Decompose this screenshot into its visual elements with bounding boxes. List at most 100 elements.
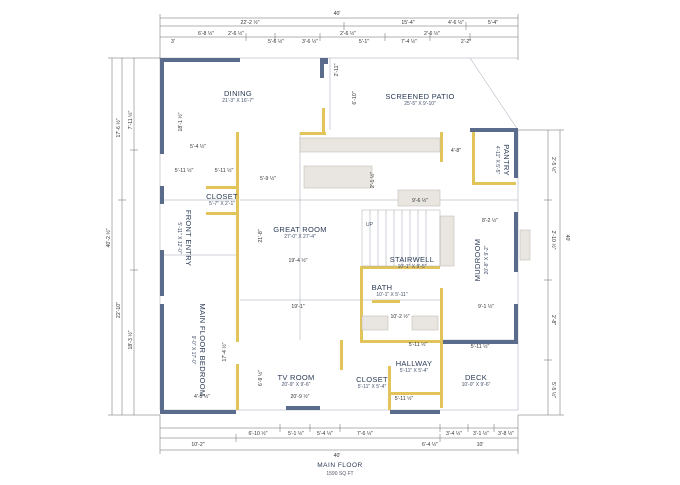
dim-in-stair: 2'-1 ½" — [369, 172, 376, 188]
dim-bottom-r5: 3'-4 ½" — [446, 430, 462, 437]
room-closet2-name: CLOSET — [356, 375, 388, 384]
interior-walls — [206, 108, 516, 410]
dim-in-8-2: 8'-2 ½" — [482, 217, 498, 224]
dim-top-r8: 7'-4 ½" — [401, 38, 417, 45]
room-deck-name: DECK — [465, 373, 487, 382]
room-stairwell-size: 10'-1" X 9'-5" — [398, 264, 427, 270]
dim-left-a: 17'-6 ½" — [115, 118, 122, 137]
dim-in-9-6: 9'-6 ½" — [412, 197, 428, 204]
dim-in-dining-w: 5'-4 ½" — [190, 143, 206, 150]
room-bedroom-size: 9'-0" X 17'-0" — [190, 336, 196, 365]
dim-left-c: 18'-3 ½" — [127, 330, 134, 349]
dim-top-r1: 3' — [171, 39, 175, 45]
room-dining-size: 21'-3" X 16'-7" — [222, 98, 254, 104]
dim-in-dining-h: 18'-1 ½" — [177, 112, 184, 131]
dim-in-6-10: 6'-10" — [352, 91, 358, 104]
room-hallway-size: 5'-11" X 5'-4" — [400, 368, 429, 374]
dim-top-r4: 5'-6 ½" — [268, 38, 284, 45]
construction-lines — [159, 57, 519, 411]
dim-in-closet-w: 5'-11 ½" — [175, 167, 194, 174]
dim-in-deck: 5'-11 ½" — [471, 343, 490, 350]
dim-right-overall: 40' — [564, 235, 570, 242]
dim-left-overall: 40'-2 ½" — [105, 228, 112, 247]
room-patio-name: SCREENED PATIO — [385, 92, 454, 101]
dim-left-b: 22'-10" — [116, 302, 122, 318]
right-dimension-lines — [518, 129, 564, 416]
room-pantry-size: 4'-11" X 5'-5" — [494, 146, 500, 175]
room-bath-size: 10'-1" X 5'-11" — [376, 292, 407, 298]
dim-bottom-r3: 5'-4 ½" — [317, 430, 333, 437]
dim-left-d: 7'-11 ½" — [127, 111, 134, 130]
dim-in-bath: 10'-2 ½" — [391, 313, 410, 320]
room-patio-size: 25'-5" X 9'-10" — [404, 101, 436, 107]
dim-top-mid: 15'-4" — [401, 20, 414, 26]
dim-top-right-a: 4'-6 ½" — [448, 19, 464, 26]
room-hallway-name: HALLWAY — [396, 359, 433, 368]
dim-right-a: 2'-5 ½" — [550, 157, 557, 173]
dim-in-great-c: 21'-8" — [258, 229, 264, 242]
dim-top-overall: 40' — [334, 11, 341, 17]
room-stairwell-name: STAIRWELL — [390, 255, 435, 264]
dim-in-tv-b: 6'-9 ½" — [257, 370, 264, 386]
dim-bottom-left: 10'-2" — [191, 442, 204, 448]
dim-right-c: 2'-8" — [550, 315, 556, 325]
dim-bottom-mid: 6'-4 ½" — [422, 441, 438, 448]
room-tv-room-name: TV ROOM — [277, 373, 314, 382]
dim-in-great-a: 19'-4 ½" — [289, 257, 308, 264]
dim-in-4-8: 4'-8" — [451, 148, 461, 154]
dim-top-r9: 2'-6 ½" — [424, 30, 440, 37]
dim-in-9-1: 9'-1 ½" — [478, 303, 494, 310]
stair-up-label: UP — [366, 222, 374, 228]
dim-top-r2: 6'-8 ½" — [198, 30, 214, 37]
dim-bottom-right: 10' — [477, 442, 484, 448]
room-front-entry-size: 5'-11" X 12'-0" — [176, 222, 182, 253]
room-deck-size: 10'-0" X 9'-6" — [462, 382, 491, 388]
dim-right-d: 5'-5 ½" — [550, 382, 557, 398]
plan-title: MAIN FLOOR — [317, 462, 362, 469]
room-bedroom-name: MAIN FLOOR BEDROOM — [198, 304, 207, 397]
room-mudroom-size: 20'-8" X 9'-2" — [484, 245, 490, 274]
dim-bottom-r4: 7'-6 ½" — [357, 430, 373, 437]
dim-in-closet2: 5'-11 ½" — [395, 395, 414, 402]
room-pantry-name: PANTRY — [502, 144, 511, 176]
room-closet1-name: CLOSET — [206, 192, 238, 201]
bottom-dimension-lines — [159, 415, 519, 454]
dim-top-left: 22'-2 ½" — [241, 19, 260, 26]
dim-right-b: 2'-10 ½" — [550, 231, 557, 250]
room-closet1-size: 5'-7" X 2'-1" — [209, 201, 235, 207]
dim-in-bed-a: 4'-5 ½" — [194, 393, 210, 400]
dim-top-r3: 2'-6 ½" — [228, 30, 244, 37]
dim-bottom-r7: 3'-8 ½" — [498, 430, 514, 437]
room-great-room-size: 27'-0" X 27'-4" — [284, 234, 316, 240]
dim-bottom-r6: 3'-1 ½" — [473, 430, 489, 437]
room-great-room-name: GREAT ROOM — [273, 225, 327, 234]
dim-in-2-11: 2'-11" — [334, 63, 340, 76]
top-dimension-lines — [159, 14, 519, 60]
dim-bottom-r1: 6'-10 ½" — [249, 430, 268, 437]
room-mudroom-name: MUDROOM — [473, 239, 482, 282]
dim-bottom-overall: 40' — [334, 453, 341, 459]
room-bath-name: BATH — [372, 283, 393, 292]
room-dining-name: DINING — [224, 89, 252, 98]
dim-top-r7: 5'-1" — [359, 39, 369, 45]
stair-treads — [361, 209, 441, 267]
kitchen-fixtures — [299, 137, 531, 331]
plan-subtitle: 1590 SQ FT — [326, 471, 353, 477]
room-closet2-size: 5'-11" X 5'-4" — [358, 384, 387, 390]
dim-in-tv-a: 20'-9 ½" — [291, 393, 310, 400]
dim-in-bed-b: 17'-4 ½" — [221, 342, 228, 361]
dim-top-r5: 3'-6 ½" — [302, 38, 318, 45]
dim-in-kitchen: 5'-9 ½" — [260, 175, 276, 182]
dim-in-hall: 5'-11 ½" — [409, 341, 428, 348]
room-front-entry-name: FRONT ENTRY — [184, 210, 193, 266]
dim-in-closet-w2: 5'-11 ½" — [215, 167, 234, 174]
left-dimension-lines — [108, 57, 160, 416]
room-tv-room-size: 20'-9" X 9'-6" — [282, 382, 311, 388]
dim-in-great-b: 19'-1" — [291, 304, 304, 310]
dim-top-right-b: 5'-4" — [488, 20, 498, 26]
dim-top-r10: 2'-2" — [461, 39, 471, 45]
dim-top-r6: 2'-6 ½" — [340, 30, 356, 37]
exterior-walls — [160, 58, 518, 414]
dim-bottom-r2: 5'-1 ½" — [288, 430, 304, 437]
